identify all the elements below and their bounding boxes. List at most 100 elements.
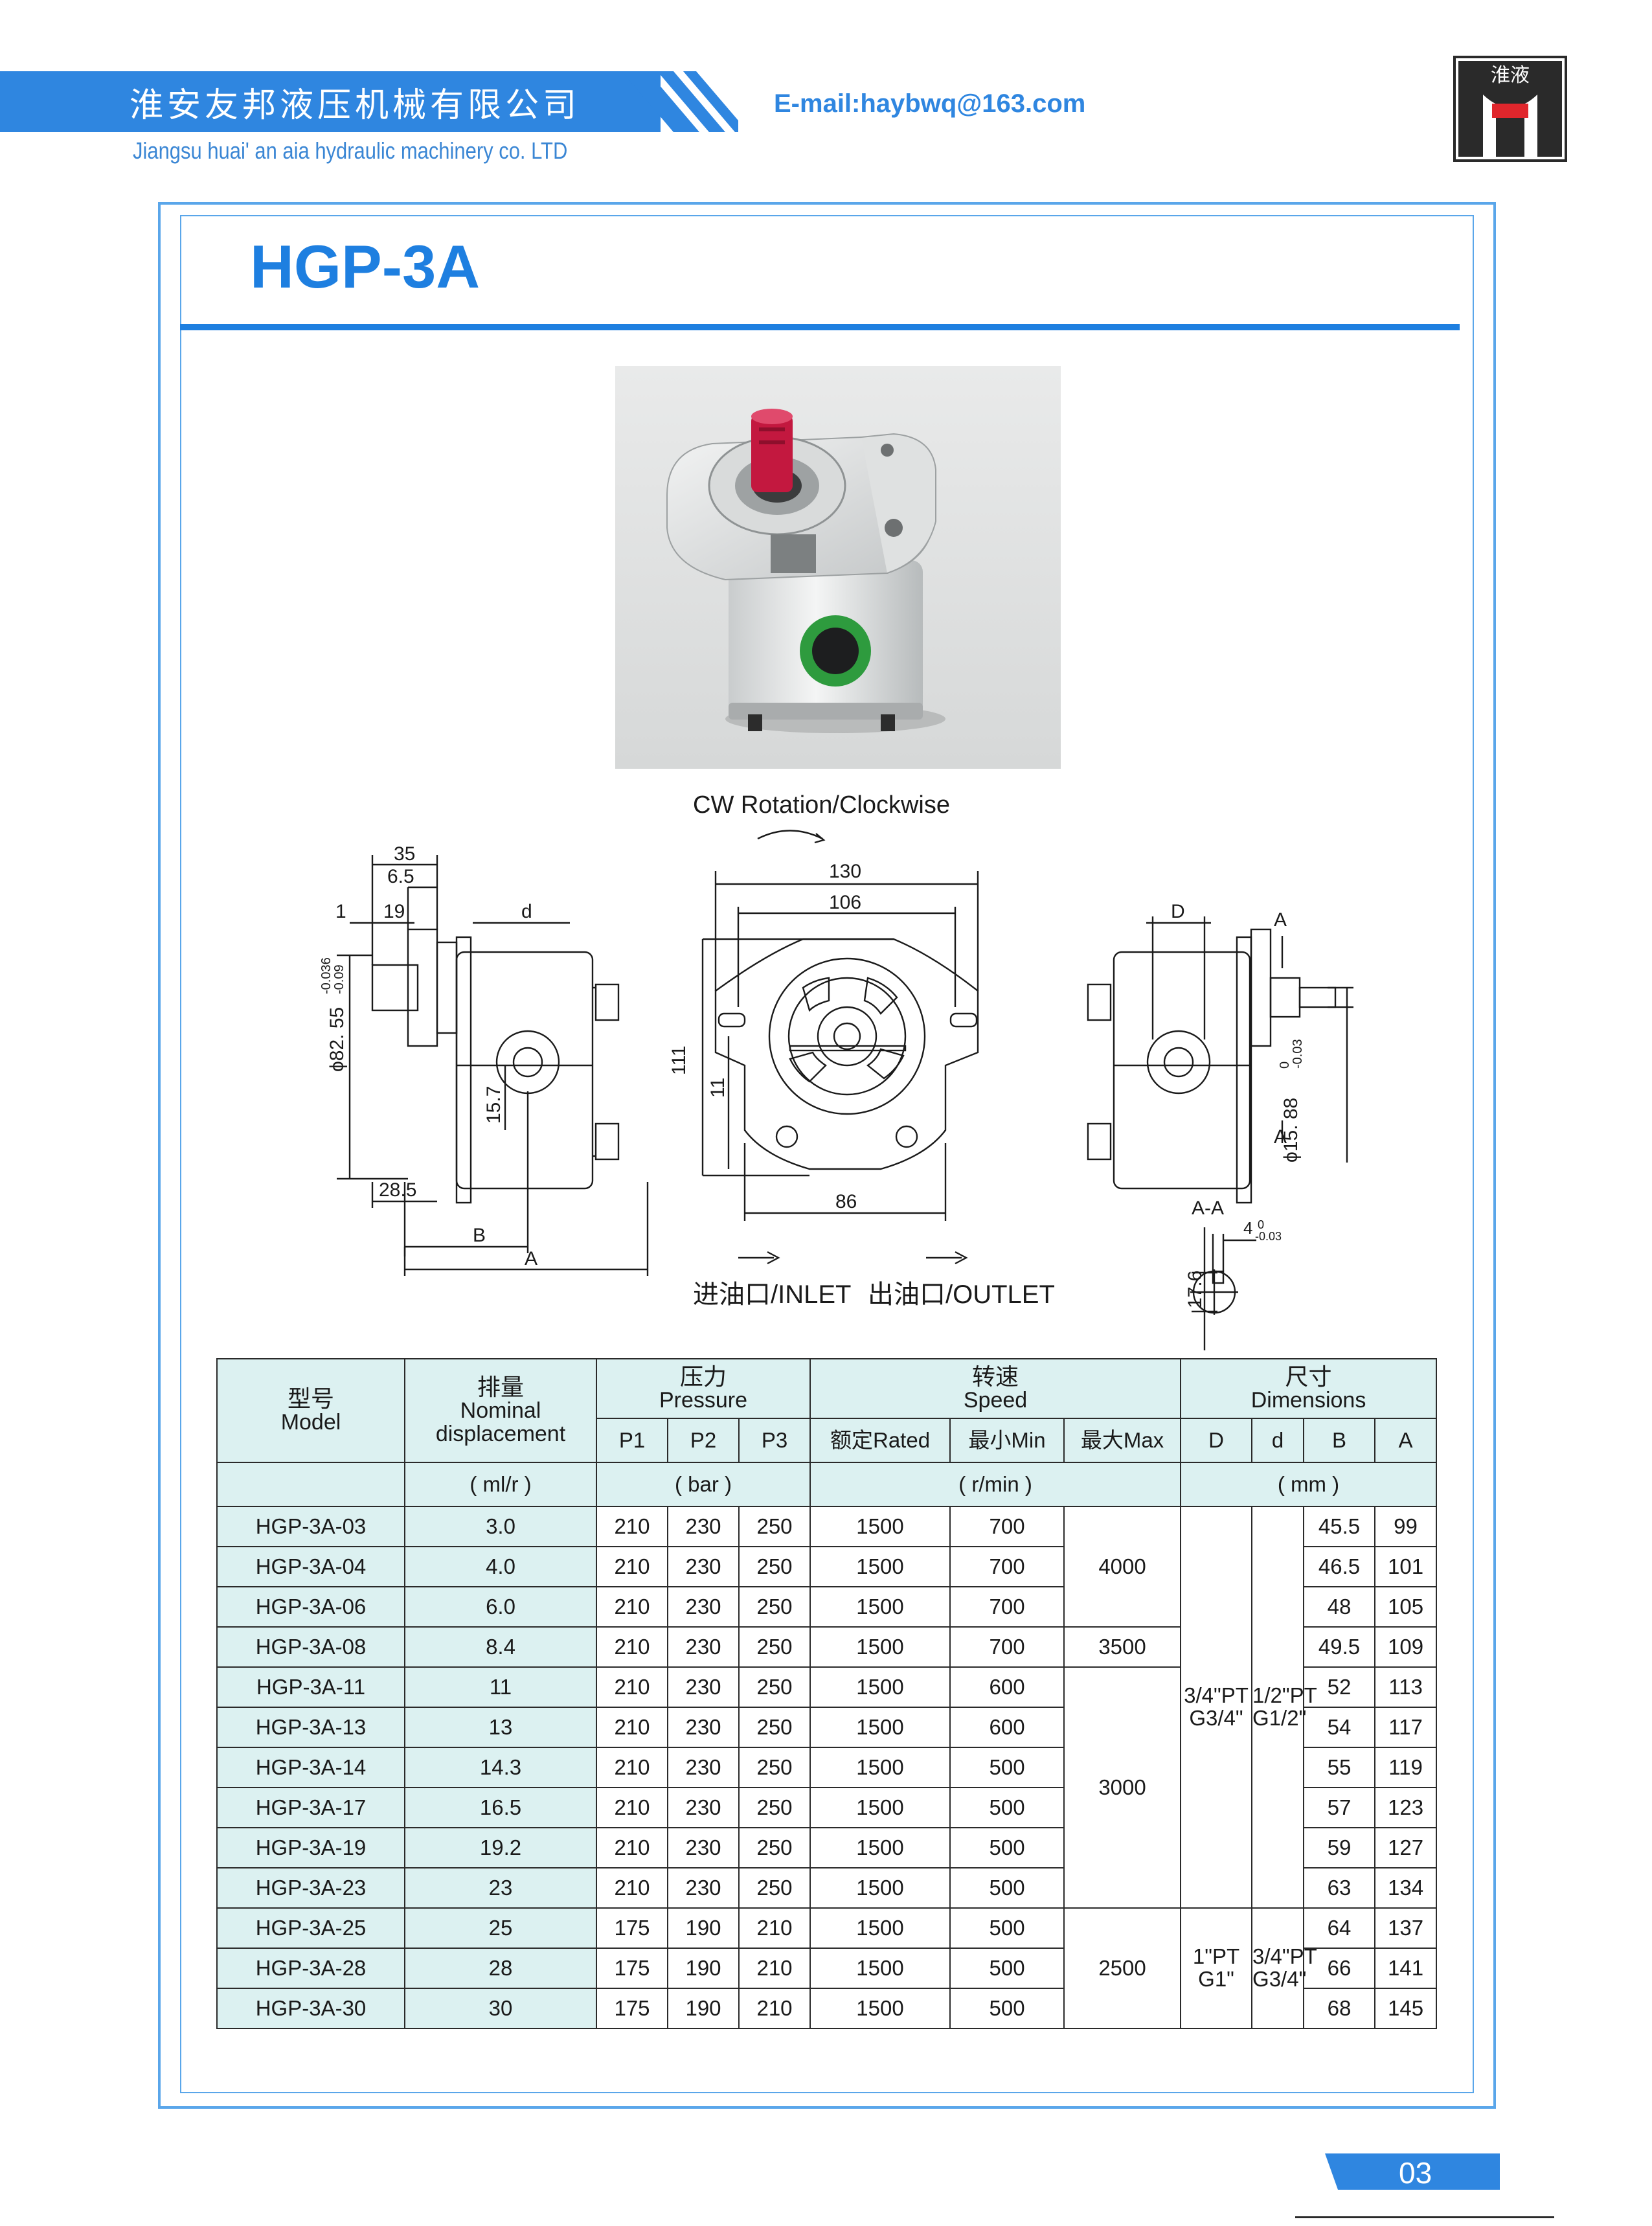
svg-text:A-A: A-A xyxy=(1192,1198,1224,1219)
cell-p3: 250 xyxy=(738,1787,811,1828)
cell-displacement: 14.3 xyxy=(404,1747,597,1788)
cell-displacement: 3.0 xyxy=(404,1506,597,1547)
cell-min: 500 xyxy=(949,1988,1065,2029)
cell-B: 45.5 xyxy=(1303,1506,1376,1547)
hdr-min: 最小Min xyxy=(949,1418,1065,1463)
cell-B: 68 xyxy=(1303,1988,1376,2029)
cell-p2: 230 xyxy=(667,1586,740,1628)
cell-p1: 210 xyxy=(596,1707,668,1748)
cell-max: 2500 xyxy=(1063,1907,1182,2029)
cell-p1: 175 xyxy=(596,1988,668,2029)
svg-text:进油口/INLET: 进油口/INLET xyxy=(693,1280,851,1309)
page-number: 03 xyxy=(1399,2156,1432,2190)
cell-p3: 250 xyxy=(738,1666,811,1708)
svg-text:B: B xyxy=(473,1225,486,1246)
cell-model: HGP-3A-04 xyxy=(216,1546,405,1587)
cell-model: HGP-3A-17 xyxy=(216,1787,405,1828)
cell-A: 109 xyxy=(1374,1626,1438,1668)
svg-text:A: A xyxy=(1274,909,1287,931)
port-d-line1: 3/4"PT xyxy=(1252,1944,1317,1969)
cell-B: 55 xyxy=(1303,1747,1376,1788)
cell-B: 48 xyxy=(1303,1586,1376,1628)
cell-p1: 210 xyxy=(596,1787,668,1828)
cell-A: 127 xyxy=(1374,1827,1438,1868)
cell-B: 59 xyxy=(1303,1827,1376,1868)
cell-B: 64 xyxy=(1303,1907,1376,1949)
cell-A: 145 xyxy=(1374,1988,1438,2029)
cell-rated: 1500 xyxy=(809,1546,951,1587)
cell-min: 700 xyxy=(949,1506,1065,1547)
cell-rated: 1500 xyxy=(809,1586,951,1628)
cell-p1: 210 xyxy=(596,1506,668,1547)
cell-rated: 1500 xyxy=(809,1867,951,1909)
port-D-line2: G3/4" xyxy=(1189,1706,1243,1730)
cell-p2: 230 xyxy=(667,1747,740,1788)
svg-text:-0.03: -0.03 xyxy=(1255,1230,1282,1243)
hdr-dimensions: 尺寸 Dimensions xyxy=(1180,1358,1438,1419)
cell-rated: 1500 xyxy=(809,1747,951,1788)
svg-text:D: D xyxy=(1171,901,1185,922)
port-D-line2: G1" xyxy=(1198,1967,1234,1991)
svg-text:106: 106 xyxy=(829,892,861,913)
cell-p3: 250 xyxy=(738,1626,811,1668)
hdr-unit-disp: ( ml/r ) xyxy=(404,1462,597,1507)
svg-text:4: 4 xyxy=(1243,1218,1252,1238)
cell-model: HGP-3A-11 xyxy=(216,1666,405,1708)
cell-min: 500 xyxy=(949,1827,1065,1868)
hdr-unit-model xyxy=(216,1462,405,1507)
cell-p3: 250 xyxy=(738,1747,811,1788)
hdr-unit-pressure: ( bar ) xyxy=(595,1462,811,1507)
cell-displacement: 28 xyxy=(404,1948,597,1989)
svg-text:35: 35 xyxy=(394,843,415,865)
cell-rated: 1500 xyxy=(809,1666,951,1708)
svg-text:11: 11 xyxy=(707,1078,729,1098)
port-D-line1: 3/4"PT xyxy=(1184,1683,1249,1708)
cell-p2: 230 xyxy=(667,1867,740,1909)
cell-p2: 230 xyxy=(667,1666,740,1708)
hdr-displacement: 排量 Nominal displacement xyxy=(404,1358,597,1463)
port-d-line2: G3/4" xyxy=(1252,1967,1307,1991)
company-name-cn: 淮安友邦液压机械有限公司 xyxy=(130,87,581,124)
cell-B: 57 xyxy=(1303,1787,1376,1828)
spec-table: 型号 Model 排量 Nominal displacement 压力 Pres… xyxy=(216,1358,1438,2029)
cell-rated: 1500 xyxy=(809,1626,951,1668)
cell-displacement: 6.0 xyxy=(404,1586,597,1628)
company-logo: 淮液 xyxy=(1453,56,1567,162)
cell-p3: 250 xyxy=(738,1546,811,1587)
page-title: HGP-3A xyxy=(250,233,481,301)
cell-min: 500 xyxy=(949,1948,1065,1989)
hdr-A: A xyxy=(1374,1418,1438,1463)
cell-p3: 250 xyxy=(738,1506,811,1547)
cell-min: 700 xyxy=(949,1626,1065,1668)
cell-p1: 210 xyxy=(596,1867,668,1909)
cell-A: 99 xyxy=(1374,1506,1438,1547)
hdr-d: d xyxy=(1251,1418,1305,1463)
cell-rated: 1500 xyxy=(809,1907,951,1949)
cell-min: 700 xyxy=(949,1586,1065,1628)
cell-model: HGP-3A-14 xyxy=(216,1747,405,1788)
cell-p2: 230 xyxy=(667,1787,740,1828)
svg-text:86: 86 xyxy=(835,1191,857,1212)
cell-model: HGP-3A-13 xyxy=(216,1707,405,1748)
technical-drawing: CW Rotation/Clockwise 进油口/INLET 出油口/OUTL… xyxy=(319,791,1353,1350)
cell-displacement: 11 xyxy=(404,1666,597,1708)
svg-text:A: A xyxy=(1274,1126,1287,1148)
cell-max: 4000 xyxy=(1063,1506,1182,1628)
cell-displacement: 13 xyxy=(404,1707,597,1748)
cell-p1: 210 xyxy=(596,1827,668,1868)
svg-text:-0.09: -0.09 xyxy=(332,964,346,994)
cell-p2: 230 xyxy=(667,1546,740,1587)
cell-A: 101 xyxy=(1374,1546,1438,1587)
cell-B: 66 xyxy=(1303,1948,1376,1989)
svg-text:0: 0 xyxy=(1278,1062,1292,1069)
svg-text:ϕ82. 55: ϕ82. 55 xyxy=(326,1007,348,1072)
svg-text:6.5: 6.5 xyxy=(387,866,414,887)
cell-p3: 210 xyxy=(738,1907,811,1949)
company-email[interactable]: E-mail:haybwq@163.com xyxy=(774,89,1086,118)
